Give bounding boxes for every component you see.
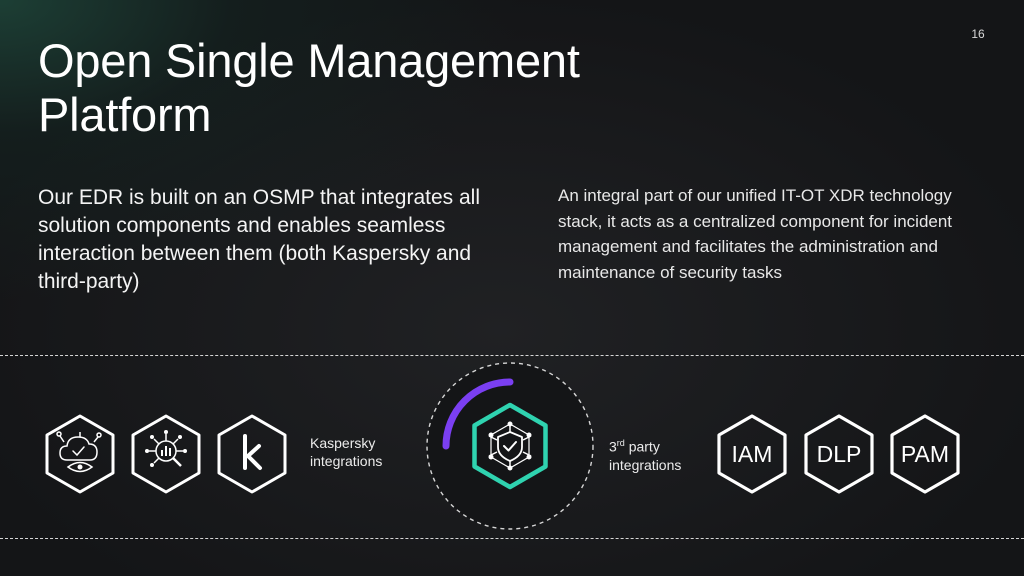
third-party-label-line-2: integrations (609, 456, 682, 473)
kaspersky-label-line-2: integrations (310, 453, 383, 469)
center-purple-arc (442, 378, 514, 450)
network-analysis-icon (131, 414, 201, 494)
page-number: 16 (971, 27, 985, 41)
iam-badge: IAM (717, 414, 787, 494)
pam-badge: PAM (890, 414, 960, 494)
third-party-integrations-label: 3rd party integrations (609, 434, 681, 474)
dlp-badge: DLP (804, 414, 874, 494)
dlp-badge-label: DLP (817, 441, 862, 467)
iam-badge-label: IAM (732, 441, 773, 467)
third-party-label-superscript: rd (616, 438, 625, 448)
shield-check-network-icon (472, 402, 548, 490)
kaspersky-integrations-label: Kaspersky integrations (310, 434, 382, 470)
top-dashed-divider (0, 355, 1024, 356)
kaspersky-label-line-1: Kaspersky (310, 435, 376, 451)
pam-badge-label: PAM (901, 441, 949, 467)
left-paragraph: Our EDR is built on an OSMP that integra… (38, 186, 480, 293)
third-party-label-number: 3 (609, 438, 617, 455)
title-line-1: Open Single Management (38, 34, 580, 87)
page-title: Open Single Management Platform (38, 34, 678, 142)
bottom-dashed-divider (0, 538, 1024, 539)
kaspersky-k-logo (217, 414, 287, 494)
title-line-2: Platform (38, 88, 212, 141)
right-paragraph: An integral part of our unified IT-OT XD… (558, 186, 953, 282)
third-party-label-line-1: party (624, 438, 660, 455)
cloud-eye-icon (45, 414, 115, 494)
